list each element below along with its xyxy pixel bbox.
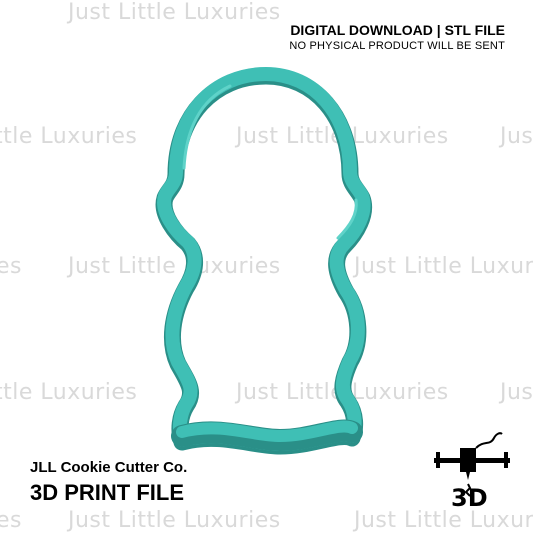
3d-printer-icon: 3D [434,432,510,512]
company-name: JLL Cookie Cutter Co. [30,459,188,476]
watermark-text: ttle Luxuries [0,124,138,149]
watermark-text: es [0,254,22,279]
watermark-text: es [0,508,22,533]
print-file-title: 3D PRINT FILE [30,480,185,505]
watermark-text: Just Little Luxuries [68,508,281,533]
watermark-text: Just Little Luxuries [68,0,281,25]
header-title: DIGITAL DOWNLOAD | STL FILE [290,22,505,38]
header-subtitle: NO PHYSICAL PRODUCT WILL BE SENT [289,40,505,52]
watermark-text: Just Little Luxuries [68,254,281,279]
watermark-text: ttle Luxuries [0,380,138,405]
watermark-text: Just Little Luxuries [354,254,533,279]
watermark-text: Just Little Luxuries [354,508,533,533]
watermark-text: Jus [500,380,533,405]
watermark-text: Jus [500,124,533,149]
